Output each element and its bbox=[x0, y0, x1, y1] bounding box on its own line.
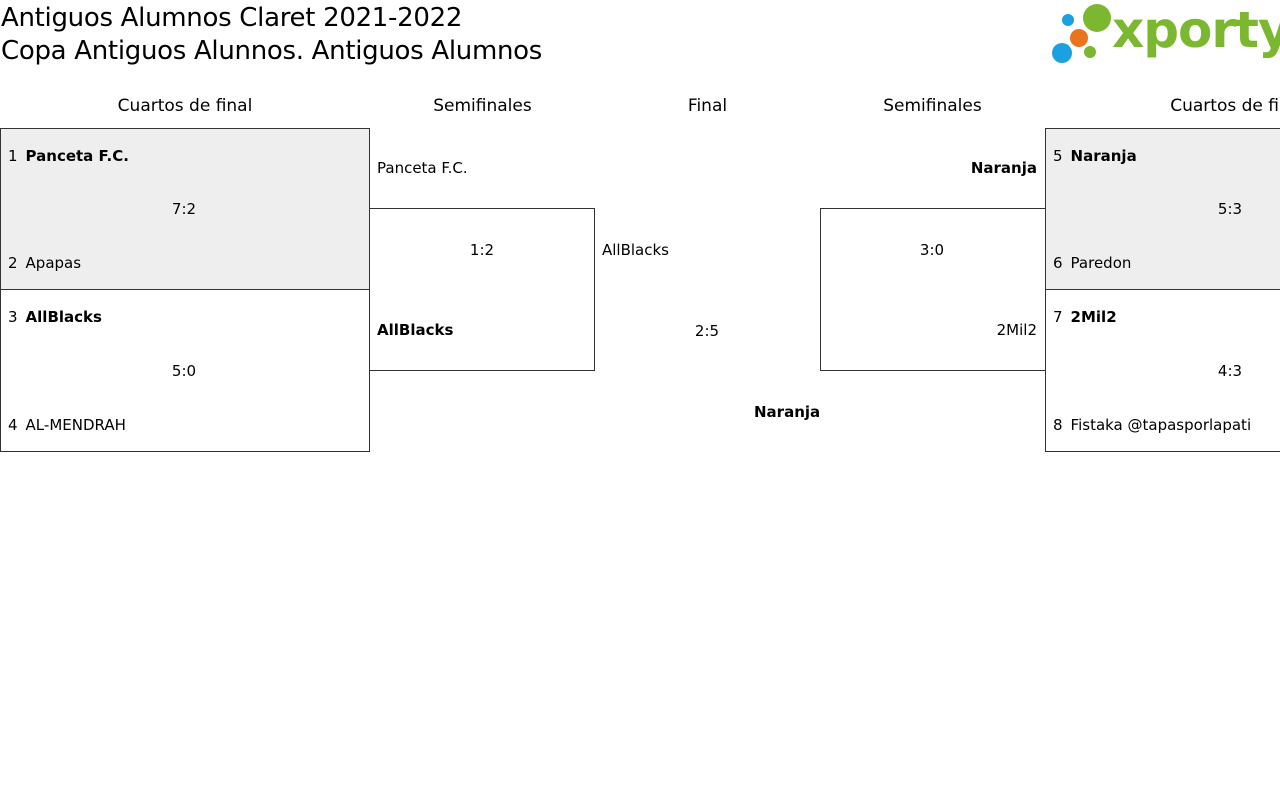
qf4-team-a[interactable]: 7 2Mil2 bbox=[1053, 307, 1117, 327]
competition-subtitle: Copa Antiguos Alunnos. Antiguos Alumnos bbox=[1, 36, 543, 66]
col-header-final: Final bbox=[687, 96, 728, 116]
logo-dot-green-large bbox=[1083, 4, 1111, 32]
semi-left-team-a[interactable]: Panceta F.C. bbox=[377, 159, 468, 177]
final-score: 2:5 bbox=[694, 322, 720, 340]
qf4-score: 4:3 bbox=[1217, 362, 1243, 380]
seed-number: 8 bbox=[1053, 416, 1063, 434]
team-name: Panceta F.C. bbox=[25, 147, 129, 165]
seed-number: 5 bbox=[1053, 147, 1063, 165]
semi-right-score: 3:0 bbox=[919, 241, 945, 259]
qf1-team-a[interactable]: 1 Panceta F.C. bbox=[8, 146, 129, 166]
logo-wordmark: xporty bbox=[1112, 1, 1280, 59]
qf3-team-b[interactable]: 6 Paredon bbox=[1053, 253, 1131, 273]
team-name: Apapas bbox=[25, 254, 82, 272]
final-team-right[interactable]: Naranja bbox=[754, 403, 821, 421]
seed-number: 7 bbox=[1053, 308, 1063, 326]
qf2-score: 5:0 bbox=[171, 362, 197, 380]
qf2-team-a[interactable]: 3 AllBlacks bbox=[8, 307, 102, 327]
semifinal-match-left[interactable] bbox=[369, 208, 595, 371]
qf2-team-b[interactable]: 4 AL-MENDRAH bbox=[8, 415, 126, 435]
qf3-score: 5:3 bbox=[1217, 200, 1243, 218]
team-name: 2Mil2 bbox=[1070, 308, 1117, 326]
semi-left-score: 1:2 bbox=[469, 241, 495, 259]
team-name: AL-MENDRAH bbox=[25, 416, 126, 434]
qf4-team-b[interactable]: 8 Fistaka @tapasporlapati bbox=[1053, 415, 1251, 435]
seed-number: 2 bbox=[8, 254, 18, 272]
col-header-right-quarters: Cuartos de fin bbox=[1170, 96, 1280, 116]
logo-dot-blue-large bbox=[1052, 43, 1072, 63]
final-team-left[interactable]: AllBlacks bbox=[602, 241, 669, 259]
col-header-right-semis: Semifinales bbox=[883, 96, 982, 116]
team-name: Fistaka @tapasporlapati bbox=[1070, 416, 1252, 434]
logo-dot-orange bbox=[1070, 29, 1088, 47]
seed-number: 6 bbox=[1053, 254, 1063, 272]
logo-dot-green-small bbox=[1084, 46, 1096, 58]
semi-right-team-a[interactable]: Naranja bbox=[970, 159, 1037, 177]
seed-number: 3 bbox=[8, 308, 18, 326]
qf3-team-a[interactable]: 5 Naranja bbox=[1053, 146, 1137, 166]
qf1-team-b[interactable]: 2 Apapas bbox=[8, 253, 81, 273]
quarterfinal-match-3[interactable] bbox=[1045, 128, 1280, 290]
team-name: Paredon bbox=[1070, 254, 1132, 272]
semi-right-team-b[interactable]: 2Mil2 bbox=[996, 321, 1037, 339]
semifinal-match-right[interactable] bbox=[820, 208, 1046, 371]
qf1-score: 7:2 bbox=[171, 200, 197, 218]
semi-left-team-b[interactable]: AllBlacks bbox=[377, 321, 454, 339]
seed-number: 4 bbox=[8, 416, 18, 434]
quarterfinal-match-1[interactable] bbox=[0, 128, 370, 290]
xporty-logo[interactable]: xporty bbox=[1050, 1, 1280, 66]
col-header-left-quarters: Cuartos de final bbox=[117, 96, 253, 116]
team-name: Naranja bbox=[1070, 147, 1137, 165]
col-header-left-semis: Semifinales bbox=[433, 96, 532, 116]
seed-number: 1 bbox=[8, 147, 18, 165]
logo-dot-blue-small bbox=[1062, 14, 1074, 26]
quarterfinal-match-4[interactable] bbox=[1045, 289, 1280, 452]
team-name: AllBlacks bbox=[25, 308, 102, 326]
page-title: Antiguos Alumnos Claret 2021-2022 bbox=[1, 3, 463, 33]
